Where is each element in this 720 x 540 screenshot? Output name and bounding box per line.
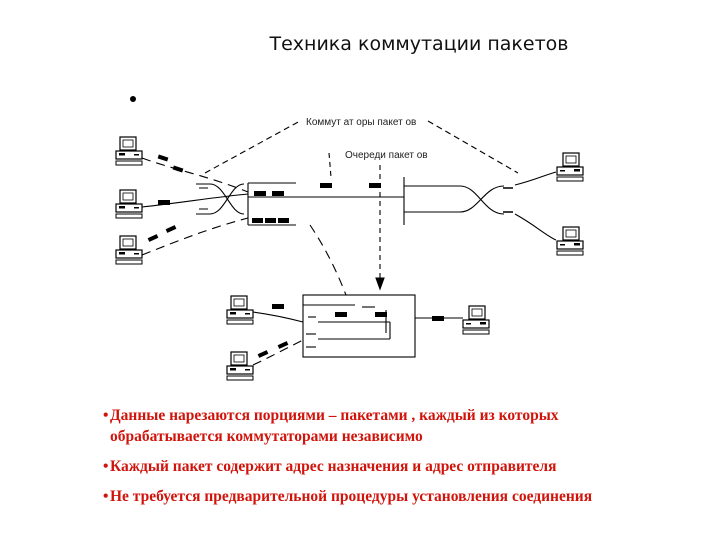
bullet-text-continued: обрабатывается коммутаторами независимо: [110, 428, 423, 445]
packet: [254, 191, 266, 196]
packet: [320, 183, 332, 188]
packet: [165, 225, 177, 233]
computer-icon: [462, 305, 490, 335]
packet: [257, 350, 269, 358]
label-switches: Коммут ат оры пакет ов: [306, 117, 416, 128]
bullet-list: Данные нарезаются порциями – пакетами , …: [103, 405, 703, 516]
computer-icon: [226, 351, 254, 381]
packet: [432, 316, 444, 321]
packets: [147, 154, 444, 358]
link-line: [141, 157, 249, 193]
packet: [252, 218, 263, 223]
packet: [157, 154, 169, 162]
bullet-item: Не требуется предварительной процедуры у…: [103, 486, 703, 507]
link-line: [141, 193, 249, 208]
computer-icon: [115, 235, 143, 265]
packet: [147, 234, 159, 242]
bullet-item: Каждый пакет содержит адрес назначения и…: [103, 456, 703, 477]
packet-switching-diagram: Коммут ат оры пакет ов Очереди пакет ов: [115, 117, 584, 381]
packet: [335, 312, 347, 317]
label-queues: Очереди пакет ов: [345, 150, 428, 161]
packet: [265, 218, 276, 223]
bullet-text: Каждый пакет содержит адрес назначения и…: [110, 458, 557, 475]
computer-icon: [556, 226, 584, 256]
packet: [277, 341, 289, 349]
packet: [158, 200, 170, 205]
computer-icon: [556, 152, 584, 182]
empty-bullet-dot: [130, 96, 136, 102]
packet: [172, 165, 184, 173]
packet: [369, 183, 381, 188]
link-line: [141, 217, 249, 256]
packet: [272, 191, 284, 196]
packet: [375, 312, 387, 317]
packet: [272, 304, 284, 309]
computer-icon: [115, 136, 143, 166]
switch-bottom: [302, 294, 416, 358]
slide-title: Техника коммутации пакетов: [269, 33, 569, 55]
computer-icon: [226, 295, 254, 325]
bullet-text: Данные нарезаются порциями – пакетами , …: [110, 407, 559, 424]
packet: [278, 218, 289, 223]
bullet-text: Не требуется предварительной процедуры у…: [110, 488, 593, 505]
bullet-item: Данные нарезаются порциями – пакетами , …: [103, 405, 703, 447]
computer-icon: [115, 189, 143, 219]
